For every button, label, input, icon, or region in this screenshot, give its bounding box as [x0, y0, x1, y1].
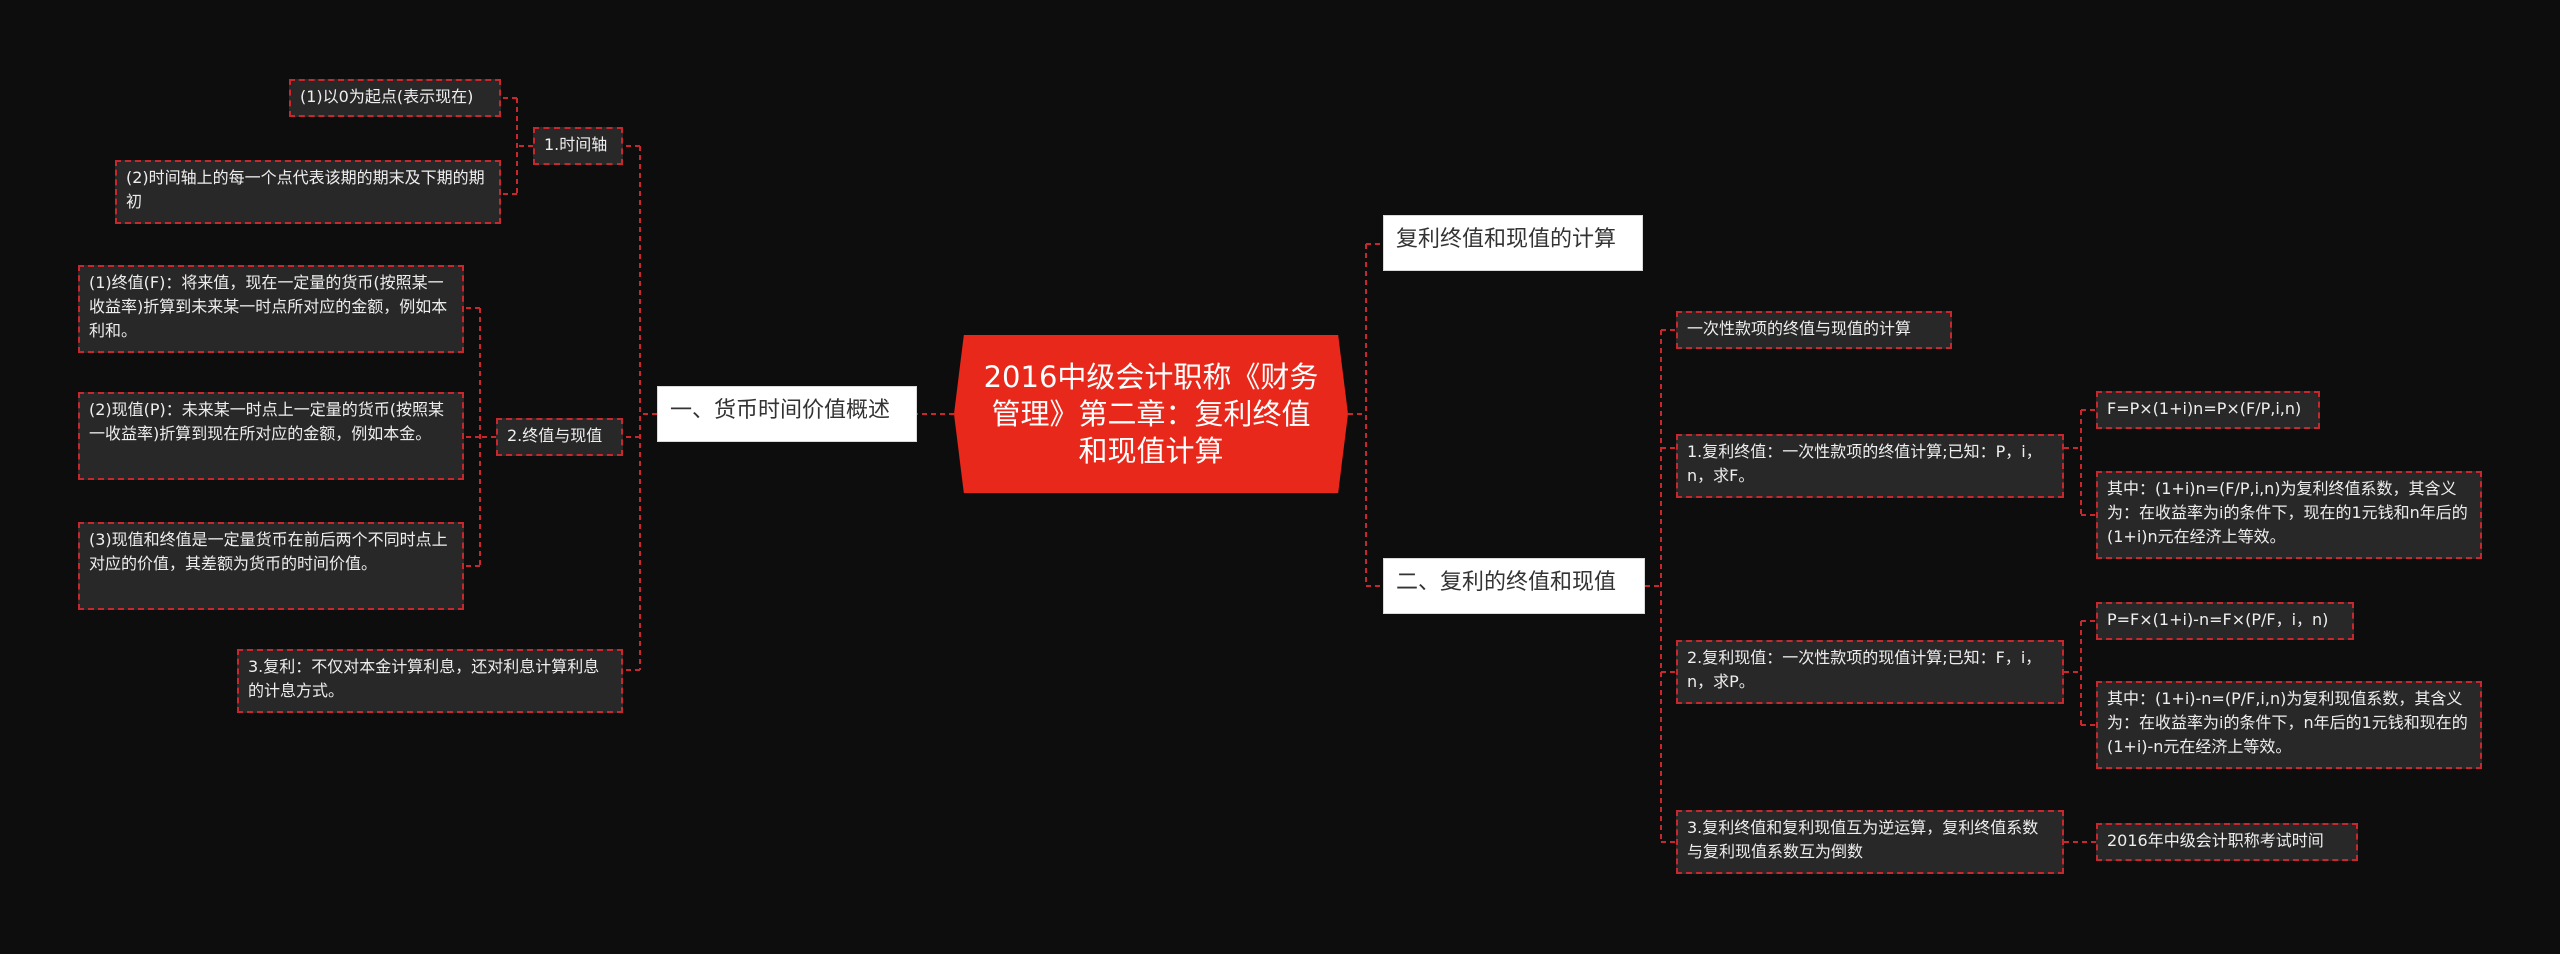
fv-formula[interactable]: F=P×(1+i)n=P×(F/P,i,n): [2096, 391, 2320, 429]
exam-time-leaf[interactable]: 2016年中级会计职称考试时间: [2096, 823, 2358, 861]
topic-compound-pv[interactable]: 2.复利现值：一次性款项的现值计算;已知：F，i，n，求P。: [1676, 640, 2064, 704]
timeline-item-1[interactable]: (1)以0为起点(表示现在): [289, 79, 501, 117]
topic-compound-fv[interactable]: 1.复利终值：一次性款项的终值计算;已知：P，i，n，求F。: [1676, 434, 2064, 498]
fv-pv-item-3[interactable]: (3)现值和终值是一定量货币在前后两个不同时点上对应的价值，其差额为货币的时间价…: [78, 522, 464, 610]
topic-lump-sum[interactable]: 一次性款项的终值与现值的计算: [1676, 311, 1952, 349]
topic-fv-pv[interactable]: 2.终值与现值: [496, 418, 623, 456]
pv-formula[interactable]: P=F×(1+i)-n=F×(P/F，i，n): [2096, 602, 2354, 640]
topic-inverse-relation[interactable]: 3.复利终值和复利现值互为逆运算，复利终值系数与复利现值系数互为倒数: [1676, 810, 2064, 874]
branch-time-value-overview[interactable]: 一、货币时间价值概述: [657, 386, 917, 442]
topic-timeline[interactable]: 1.时间轴: [533, 127, 623, 165]
topic-compound-interest[interactable]: 3.复利：不仅对本金计算利息，还对利息计算利息的计息方式。: [237, 649, 623, 713]
fv-note[interactable]: 其中：(1+i)n=(F/P,i,n)为复利终值系数，其含义为：在收益率为i的条…: [2096, 471, 2482, 559]
fv-pv-item-1[interactable]: (1)终值(F)：将来值，现在一定量的货币(按照某一收益率)折算到未来某一时点所…: [78, 265, 464, 353]
branch-compound-fv-pv[interactable]: 二、复利的终值和现值: [1383, 558, 1645, 614]
fv-pv-item-2[interactable]: (2)现值(P)：未来某一时点上一定量的货币(按照某一收益率)折算到现在所对应的…: [78, 392, 464, 480]
branch-compound-calc[interactable]: 复利终值和现值的计算: [1383, 215, 1643, 271]
timeline-item-2[interactable]: (2)时间轴上的每一个点代表该期的期末及下期的期初: [115, 160, 501, 224]
pv-note[interactable]: 其中：(1+i)-n=(P/F,i,n)为复利现值系数，其含义为：在收益率为i的…: [2096, 681, 2482, 769]
central-topic[interactable]: 2016中级会计职称《财务管理》第二章：复利终值和现值计算: [954, 335, 1348, 493]
